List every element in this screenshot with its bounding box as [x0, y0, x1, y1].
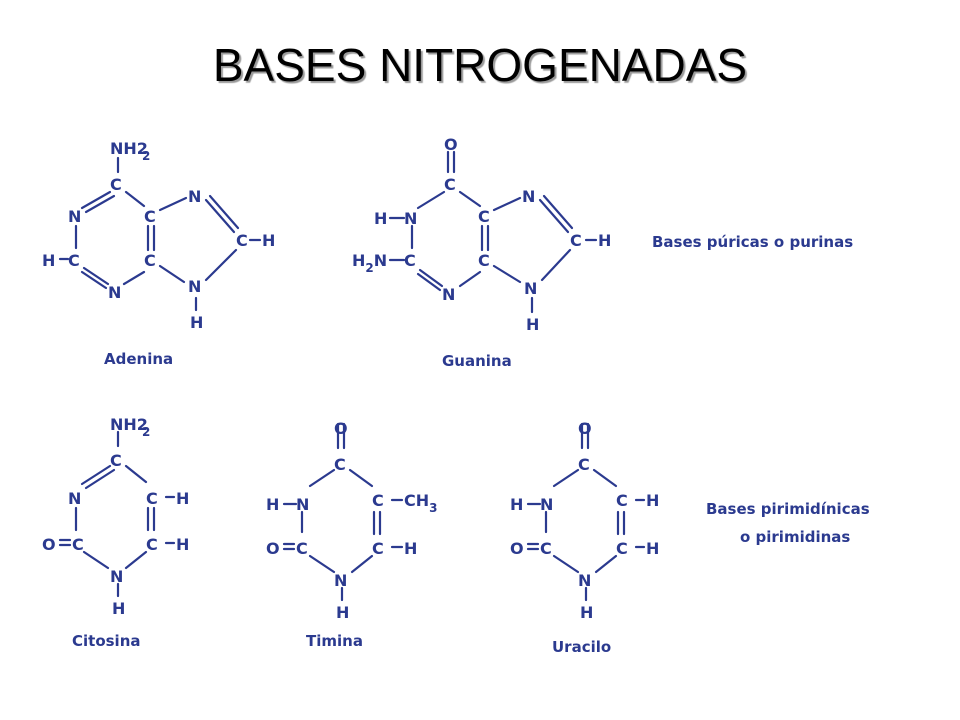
- atom-n: N: [188, 277, 201, 296]
- atom-h: H: [510, 495, 523, 514]
- atom-o: O: [510, 539, 524, 558]
- atom-c: C: [616, 539, 628, 558]
- molecule-name-citosina: Citosina: [72, 632, 141, 650]
- atom-o: O: [444, 135, 458, 154]
- atom-c: C: [570, 231, 582, 250]
- atom-h: H: [112, 599, 125, 618]
- page-title: BASES NITROGENADAS: [212, 39, 748, 91]
- atom-c: C: [372, 539, 384, 558]
- atom-c: C: [372, 491, 384, 510]
- atom-h: H: [646, 539, 659, 558]
- atom-c: C: [72, 535, 84, 554]
- atom-c: C: [110, 451, 122, 470]
- atom-c: C: [68, 251, 80, 270]
- atom-o: O: [578, 419, 592, 438]
- uracil-structure: O C H N C H O C C H N H Uracilo: [510, 419, 659, 656]
- atom-h: H: [42, 251, 55, 270]
- atom-h: H: [336, 603, 349, 622]
- atom-c: C: [236, 231, 248, 250]
- atom-n: N: [334, 571, 347, 590]
- atom-n: N: [68, 207, 81, 226]
- atom-o: O: [42, 535, 56, 554]
- atom-n: N: [404, 209, 417, 228]
- atom-c: C: [144, 207, 156, 226]
- atom-c: C: [478, 251, 490, 270]
- atom-ch3: CH3: [404, 491, 438, 515]
- atom-h: H: [190, 313, 203, 332]
- atom-c: C: [478, 207, 490, 226]
- atom-h: H: [526, 315, 539, 334]
- guanine-structure: O C H N C C H2N C N N C H N H Guanina: [352, 135, 611, 370]
- atom-c: C: [540, 539, 552, 558]
- group-label-pyrimidines-line1: Bases pirimidínicas: [706, 500, 870, 518]
- group-label-purines: Bases púricas o purinas: [652, 233, 853, 251]
- atom-nh2: NH2: [110, 139, 148, 158]
- atom-n: N: [110, 567, 123, 586]
- atom-n: N: [522, 187, 535, 206]
- atom-n: N: [68, 489, 81, 508]
- atom-n: N: [108, 283, 121, 302]
- thymine-structure: O C H N C CH3 O C C H N H Timina: [266, 419, 438, 650]
- atom-c: C: [616, 491, 628, 510]
- atom-h: H: [262, 231, 275, 250]
- atom-n: N: [296, 495, 309, 514]
- adenine-structure: NH2 2 C N C C N C N N H C H H Adenina: [42, 139, 275, 368]
- atom-c: C: [444, 175, 456, 194]
- atom-n: N: [524, 279, 537, 298]
- molecule-name-adenina: Adenina: [104, 350, 173, 368]
- atom-h: H: [374, 209, 387, 228]
- atom-c: C: [144, 251, 156, 270]
- atom-c: C: [578, 455, 590, 474]
- atom-h: H: [404, 539, 417, 558]
- atom-c: C: [146, 489, 158, 508]
- atom-h: H: [598, 231, 611, 250]
- atom-subscript: 2: [142, 149, 150, 163]
- molecule-name-guanina: Guanina: [442, 352, 512, 370]
- atom-subscript: 2: [142, 425, 150, 439]
- atom-h: H: [176, 535, 189, 554]
- atom-nh2: NH2: [110, 415, 148, 434]
- atom-o: O: [266, 539, 280, 558]
- atom-c: C: [296, 539, 308, 558]
- atom-c: C: [334, 455, 346, 474]
- atom-n: N: [540, 495, 553, 514]
- atom-h: H: [646, 491, 659, 510]
- atom-h: H: [580, 603, 593, 622]
- molecule-name-timina: Timina: [306, 632, 363, 650]
- atom-n: N: [442, 285, 455, 304]
- atom-n: N: [578, 571, 591, 590]
- atom-c: C: [146, 535, 158, 554]
- atom-c: C: [404, 251, 416, 270]
- molecule-name-uracilo: Uracilo: [552, 638, 611, 656]
- cytosine-structure: NH2 2 C N C H O C C H N H Citosina: [42, 415, 189, 650]
- atom-h: H: [176, 489, 189, 508]
- group-label-pyrimidines-line2: o pirimidinas: [740, 528, 850, 546]
- atom-h2n: H2N: [352, 251, 387, 275]
- atom-c: C: [110, 175, 122, 194]
- atom-n: N: [188, 187, 201, 206]
- atom-o: O: [334, 419, 348, 438]
- atom-h: H: [266, 495, 279, 514]
